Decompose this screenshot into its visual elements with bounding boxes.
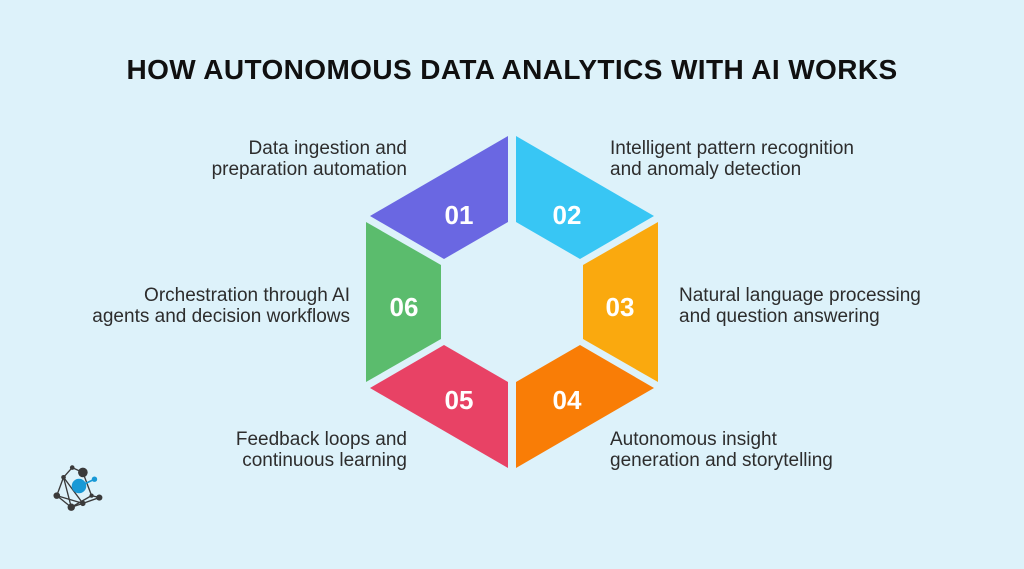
- step-label-line: generation and storytelling: [610, 450, 833, 471]
- step-label-line: preparation automation: [211, 159, 407, 180]
- step-label-02: Intelligent pattern recognition and anom…: [610, 138, 950, 180]
- hexagon-segment-01: [370, 136, 508, 259]
- step-label-line: Autonomous insight: [610, 429, 777, 450]
- network-logo-icon: [53, 465, 103, 511]
- step-label-line: Orchestration through AI: [144, 285, 350, 306]
- step-label-06: Orchestration through AI agents and deci…: [20, 285, 350, 327]
- step-label-line: Natural language processing: [679, 285, 921, 306]
- step-number-05: 05: [445, 385, 474, 415]
- step-label-line: Intelligent pattern recognition: [610, 138, 854, 159]
- hexagon-segment-03: [583, 222, 658, 382]
- step-label-05: Feedback loops and continuous learning: [77, 429, 407, 471]
- step-number-02: 02: [553, 200, 582, 230]
- step-label-01: Data ingestion and preparation automatio…: [77, 138, 407, 180]
- hexagon-segment-06: [366, 222, 441, 382]
- step-label-line: agents and decision workflows: [92, 306, 350, 327]
- step-number-04: 04: [553, 385, 582, 415]
- step-label-line: Data ingestion and: [248, 138, 407, 159]
- step-label-line: and question answering: [679, 306, 880, 327]
- step-label-line: Feedback loops and: [235, 429, 407, 450]
- step-label-line: and anomaly detection: [610, 159, 802, 180]
- step-number-06: 06: [390, 292, 419, 322]
- hexagon-segment-05: [370, 345, 508, 468]
- step-label-04: Autonomous insight generation and storyt…: [610, 429, 950, 471]
- step-number-01: 01: [445, 200, 474, 230]
- step-label-03: Natural language processing and question…: [679, 285, 1009, 327]
- hexagon-segment-02: [516, 136, 654, 259]
- hexagon-segment-04: [516, 345, 654, 468]
- step-number-03: 03: [606, 292, 635, 322]
- step-label-line: continuous learning: [242, 450, 407, 471]
- page-title: HOW AUTONOMOUS DATA ANALYTICS WITH AI WO…: [126, 54, 898, 85]
